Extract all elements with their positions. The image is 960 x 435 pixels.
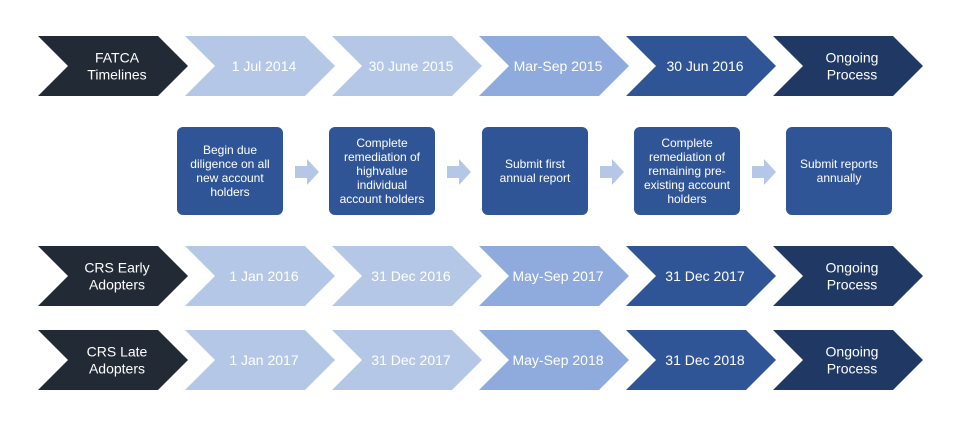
step-box-5: Submit reports annually	[786, 127, 892, 215]
chevron-label-crs-early-2: 31 Dec 2016	[371, 268, 451, 284]
chevron-label-crs-late-4: 31 Dec 2018	[665, 352, 745, 368]
chevron-crs-late-3	[479, 330, 629, 390]
chevron-crs-late-4	[626, 330, 776, 390]
step-box-label-3: Submit first annual report	[499, 157, 571, 185]
chevron-crs-late-1	[185, 330, 335, 390]
chevron-fatca-5	[773, 36, 923, 96]
chevron-crs-early-2	[332, 246, 482, 306]
chevron-fatca-0	[38, 36, 188, 96]
chevron-label-crs-early-3: May-Sep 2017	[512, 268, 603, 284]
right-arrow-icon	[447, 159, 471, 185]
chevron-label-crs-early-4: 31 Dec 2017	[665, 268, 745, 284]
chevron-label-fatca-4: 30 Jun 2016	[666, 58, 743, 74]
chevron-crs-early-3	[479, 246, 629, 306]
chevron-fatca-2	[332, 36, 482, 96]
chevron-label-fatca-2: 30 June 2015	[369, 58, 454, 74]
chevron-crs-early-1	[185, 246, 335, 306]
step-box-1: Begin due diligence on all new account h…	[177, 127, 283, 215]
step-box-label-1: Begin due diligence on all new account h…	[190, 143, 270, 199]
chevron-label-fatca-3: Mar-Sep 2015	[514, 58, 603, 74]
chevron-crs-early-4	[626, 246, 776, 306]
step-box-label-4: Complete remediation of remaining pre- e…	[643, 136, 731, 206]
chevron-crs-late-2	[332, 330, 482, 390]
chevron-crs-early-0	[38, 246, 188, 306]
chevron-label-crs-early-1: 1 Jan 2016	[229, 268, 298, 284]
step-box-4: Complete remediation of remaining pre- e…	[634, 127, 740, 215]
step-box-label-2: Complete remediation of highvalue indivi…	[339, 136, 425, 206]
chevron-fatca-1	[185, 36, 335, 96]
right-arrow-icon	[295, 159, 319, 185]
chevron-crs-late-0	[38, 330, 188, 390]
chevron-fatca-3	[479, 36, 629, 96]
chevron-label-crs-late-1: 1 Jan 2017	[229, 352, 298, 368]
chevron-crs-early-5	[773, 246, 923, 306]
right-arrow-icon	[600, 159, 624, 185]
step-box-2: Complete remediation of highvalue indivi…	[329, 127, 435, 215]
right-arrow-icon	[752, 159, 776, 185]
chevron-label-crs-late-3: May-Sep 2018	[512, 352, 603, 368]
chevron-fatca-4	[626, 36, 776, 96]
step-box-3: Submit first annual report	[482, 127, 588, 215]
step-box-label-5: Submit reports annually	[799, 157, 879, 185]
chevron-crs-late-5	[773, 330, 923, 390]
chevron-label-crs-late-2: 31 Dec 2017	[371, 352, 451, 368]
chevron-label-fatca-1: 1 Jul 2014	[232, 58, 297, 74]
